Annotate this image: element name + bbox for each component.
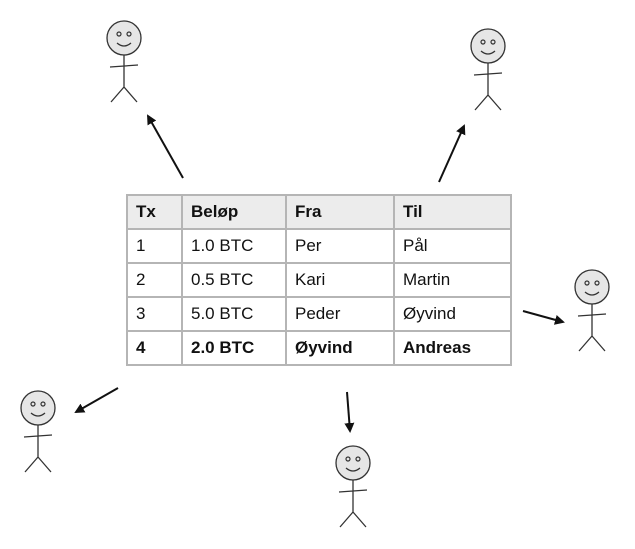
cell-to: Andreas: [393, 330, 512, 366]
cell-from: Kari: [285, 262, 395, 298]
stick-figure-icon: [106, 20, 142, 103]
cell-tx: 3: [126, 296, 183, 332]
arrow-to-bottom-left-figure: [74, 387, 119, 413]
cell-tx: 2: [126, 262, 183, 298]
arrow-to-top-right-figure: [438, 124, 466, 183]
cell-from: Per: [285, 228, 395, 264]
arrow-to-bottom-figure: [344, 391, 355, 433]
table-row-highlighted: 4 2.0 BTC Øyvind Andreas: [126, 330, 512, 366]
column-header-amount: Beløp: [181, 194, 287, 230]
arrow-to-right-figure: [522, 310, 565, 325]
table-header-row: Tx Beløp Fra Til: [126, 194, 512, 230]
cell-amount: 0.5 BTC: [181, 262, 287, 298]
cell-tx: 1: [126, 228, 183, 264]
stick-figure-icon: [20, 390, 56, 473]
cell-from: Øyvind: [285, 330, 395, 366]
cell-amount: 5.0 BTC: [181, 296, 287, 332]
arrow-to-top-left-figure: [147, 114, 184, 179]
cell-tx: 4: [126, 330, 183, 366]
table-row: 3 5.0 BTC Peder Øyvind: [126, 296, 512, 332]
cell-amount: 2.0 BTC: [181, 330, 287, 366]
transaction-table: Tx Beløp Fra Til 1 1.0 BTC Per Pål 2 0.5…: [126, 194, 512, 366]
table-row: 1 1.0 BTC Per Pål: [126, 228, 512, 264]
cell-amount: 1.0 BTC: [181, 228, 287, 264]
column-header-from: Fra: [285, 194, 395, 230]
stick-figure-icon: [574, 269, 610, 352]
cell-to: Pål: [393, 228, 512, 264]
cell-from: Peder: [285, 296, 395, 332]
table-row: 2 0.5 BTC Kari Martin: [126, 262, 512, 298]
column-header-to: Til: [393, 194, 512, 230]
stick-figure-icon: [335, 445, 371, 528]
stick-figure-icon: [470, 28, 506, 111]
column-header-tx: Tx: [126, 194, 183, 230]
cell-to: Martin: [393, 262, 512, 298]
cell-to: Øyvind: [393, 296, 512, 332]
